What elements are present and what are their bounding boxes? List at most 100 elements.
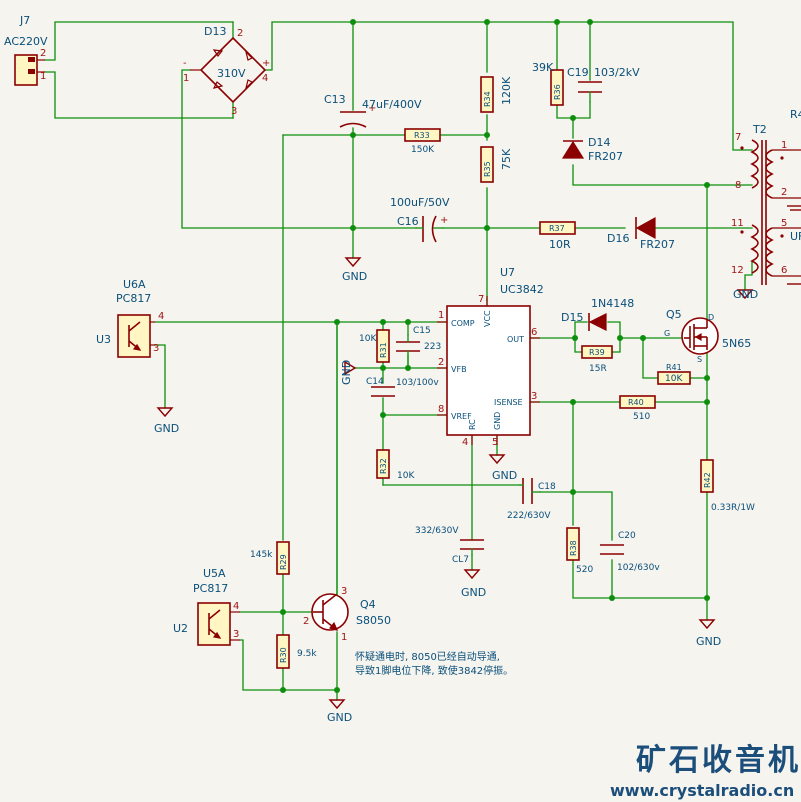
- u6a-label: U3: [96, 333, 111, 346]
- resistor-r37: R37 10R: [539, 221, 576, 251]
- r30-value: 9.5k: [297, 649, 317, 659]
- resistor-r34: R34 120K: [480, 76, 513, 113]
- t2-pin2: 2: [781, 187, 787, 198]
- u6a-pin3: 3: [153, 343, 159, 354]
- capacitor-c19: C19 103/2kV: [567, 66, 640, 103]
- u7-pin-vcc: VCC: [483, 310, 492, 327]
- gnd-u7: GND: [488, 454, 517, 482]
- u7-pin-rc: RC: [468, 419, 477, 430]
- gnd-r42: GND: [696, 619, 721, 648]
- r36-value: 39K: [532, 61, 554, 74]
- gnd-label-q4: GND: [327, 711, 352, 724]
- q4-pin1: 1: [341, 632, 347, 643]
- u7-num-7: 7: [478, 294, 484, 305]
- gnd-label-vfb: GND: [340, 360, 353, 385]
- d14-ref: D14: [588, 136, 610, 149]
- r37-ref: R37: [549, 224, 565, 233]
- j7-pin2: 2: [40, 48, 46, 59]
- gnd-t2: GND: [733, 288, 758, 301]
- u7-pin-out: OUT: [507, 335, 524, 344]
- t2-pin5: 5: [781, 218, 787, 229]
- j7-value: AC220V: [4, 35, 48, 48]
- gnd-label-u6a: GND: [154, 422, 179, 435]
- r41-ref: R41: [666, 363, 682, 372]
- j7-pin1: 1: [40, 71, 46, 82]
- svg-text:+: +: [440, 215, 448, 226]
- r42-value: 0.33R/1W: [711, 503, 755, 513]
- d15-ref: D15: [561, 311, 583, 324]
- u6a-ref: U6A: [123, 278, 146, 291]
- c14-ref: C14: [366, 377, 384, 387]
- c16-ref: C16: [397, 215, 419, 228]
- q4-ref: Q4: [360, 598, 376, 611]
- u5a-pin4: 4: [233, 601, 239, 612]
- r32-ref: R32: [379, 458, 388, 474]
- annotation-note: 怀疑通电时, 8050已经自动导通, 导致1脚电位下降, 致使3842停振。: [355, 650, 513, 677]
- gnd-c17: GND: [461, 569, 486, 599]
- r38-value: 520: [576, 565, 593, 575]
- r33-ref: R33: [414, 131, 430, 140]
- d13-ref: D13: [204, 25, 226, 38]
- j7-ref: J7: [19, 14, 30, 27]
- gnd-label-c13: GND: [342, 270, 367, 283]
- r39-value: 15R: [589, 364, 607, 374]
- q4-pin3: 3: [341, 586, 347, 597]
- u5a-ref: U5A: [203, 567, 226, 580]
- q5-ref: Q5: [666, 308, 682, 321]
- u7-pin-comp: COMP: [451, 319, 475, 328]
- d13-minus: -: [183, 58, 187, 69]
- q4-pin2: 2: [303, 616, 309, 627]
- c15-ref: C15: [413, 326, 431, 336]
- u7-num-1: 1: [438, 310, 444, 321]
- r40-value: 510: [633, 412, 650, 422]
- r34-value: 120K: [500, 76, 513, 105]
- r30-ref: R30: [279, 647, 288, 663]
- capacitor-c16: + C16 100uF/50V: [390, 196, 450, 243]
- r35-ref: R35: [483, 161, 492, 177]
- d15-value: 1N4148: [591, 297, 634, 310]
- c20-ref: C20: [618, 531, 636, 541]
- c13-ref: C13: [324, 93, 346, 106]
- gnd-symbol-vfb: GND: [340, 360, 357, 385]
- d13-pin2: 2: [237, 28, 243, 39]
- c15-value: 223: [424, 342, 441, 352]
- u6a-value: PC817: [116, 292, 151, 305]
- capacitor-c18: C18 222/630V: [507, 478, 556, 521]
- diode-d16: D16 FR207: [607, 216, 675, 251]
- c18-ref: C18: [538, 482, 556, 492]
- r31-ref: R31: [379, 342, 388, 358]
- capacitor-c17: 332/630V CL7: [415, 526, 484, 565]
- d13-pin3: 3: [231, 106, 237, 117]
- u5a-pin3: 3: [233, 629, 239, 640]
- u7-ref: U7: [500, 266, 515, 279]
- u7-num-4: 4: [462, 437, 468, 448]
- resistor-r39: R39 15R: [581, 345, 613, 374]
- u7-num-5: 5: [492, 437, 498, 448]
- c14-value: 103/100v: [396, 378, 439, 388]
- c13-value: 47uF/400V: [362, 98, 422, 111]
- r29-ref: R29: [279, 554, 288, 570]
- optocoupler-u5a: U5A PC817 U2 4 3: [173, 567, 240, 646]
- bridge-rectifier-d13: D13 310V 2 1 4 3 - +: [183, 25, 270, 117]
- d13-plus: +: [262, 58, 270, 69]
- c17-ref: CL7: [452, 555, 469, 565]
- r42-ref: R42: [703, 472, 712, 488]
- c16-value: 100uF/50V: [390, 196, 450, 209]
- u5a-label: U2: [173, 622, 188, 635]
- r29-value: 145k: [250, 550, 273, 560]
- q5-drain: D: [708, 313, 714, 322]
- c20-value: 102/630v: [617, 563, 660, 573]
- r33-value: 150K: [411, 145, 435, 155]
- gnd-u6a: GND: [154, 407, 179, 435]
- r36-ref: R36: [553, 84, 562, 100]
- resistor-r42: R42 0.33R/1W: [700, 459, 755, 513]
- watermark-title: 矿石收音机: [636, 743, 801, 778]
- t2-pin8: 8: [735, 180, 741, 191]
- connector-j7: J7 AC220V 2 1: [4, 14, 48, 86]
- r39-ref: R39: [589, 348, 605, 357]
- svg-text:+: +: [368, 103, 376, 114]
- transistor-q4: Q4 S8050 2 3 1: [303, 321, 391, 643]
- u6a-pin4: 4: [158, 311, 164, 322]
- q5-value: 5N65: [722, 337, 751, 350]
